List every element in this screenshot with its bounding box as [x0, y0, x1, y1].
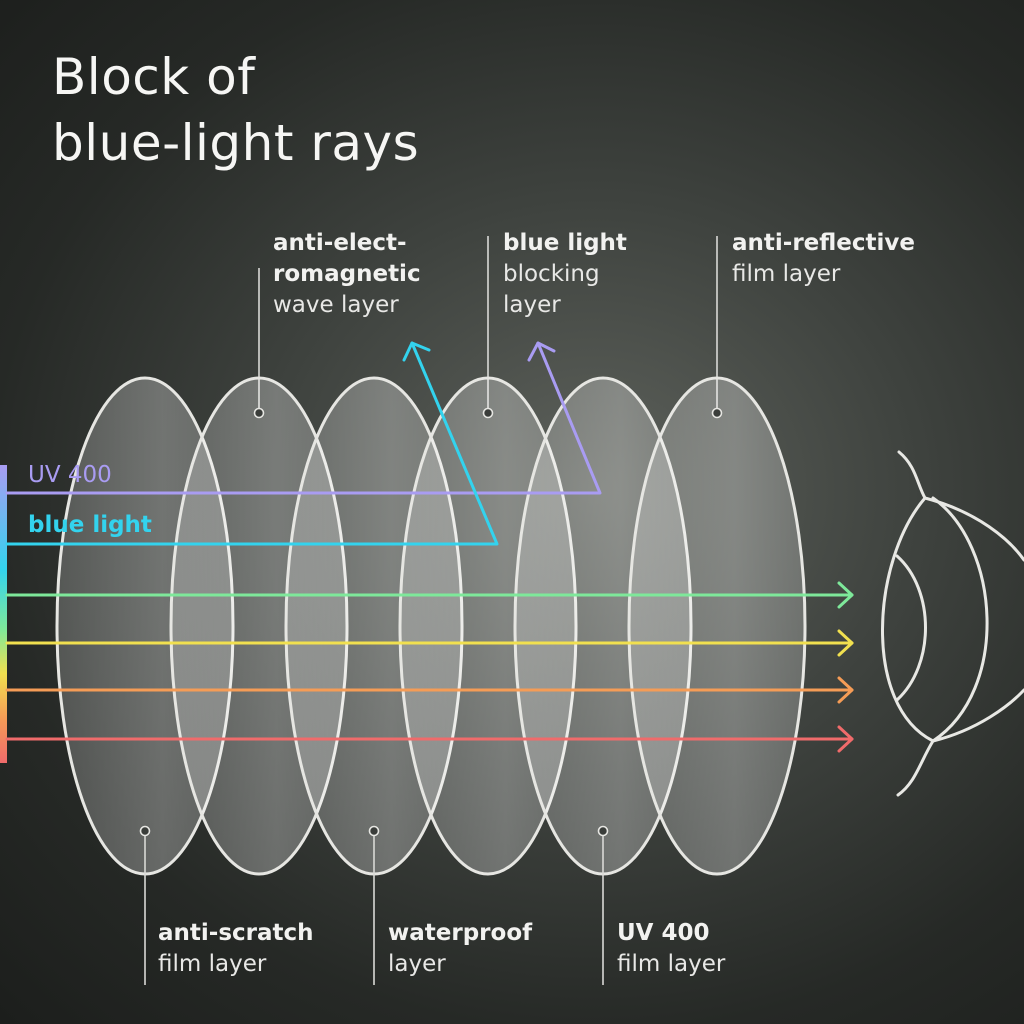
- arrow-icon: [402, 341, 431, 362]
- arrow-icon: [837, 629, 854, 657]
- spectrum-bar: [0, 465, 7, 763]
- arrow-icon: [837, 725, 854, 753]
- title-line-2: blue-light rays: [52, 114, 420, 172]
- page-title: Block of blue-light rays: [52, 44, 419, 176]
- bottom-leader-lines: [144, 836, 604, 985]
- label-uv400-regular: film layer: [617, 951, 726, 977]
- arrow-icon: [837, 581, 854, 609]
- label-anti-scratch-bold: anti-scratch: [158, 920, 314, 946]
- label-blue-light-regular-2: layer: [503, 292, 561, 318]
- title-line-1: Block of: [52, 48, 256, 106]
- label-blue-light-bold: blue light: [503, 230, 627, 256]
- label-anti-electromagnetic: anti-elect- romagnetic wave layer: [273, 228, 421, 321]
- label-waterproof: waterproof layer: [388, 918, 532, 980]
- lens-icon: [627, 376, 807, 876]
- label-blue-light-regular-1: blocking: [503, 261, 600, 287]
- lens-dots: [139, 407, 723, 837]
- label-blue-light-blocking: blue light blocking layer: [503, 228, 627, 321]
- label-anti-reflective-regular: film layer: [732, 261, 841, 287]
- arrow-icon: [837, 676, 854, 704]
- arrow-icon: [527, 341, 556, 362]
- label-waterproof-regular: layer: [388, 951, 446, 977]
- eye-icon: [881, 450, 1024, 797]
- label-anti-scratch: anti-scratch film layer: [158, 918, 314, 980]
- label-uv400-film: UV 400 film layer: [617, 918, 725, 980]
- label-anti-reflective: anti-reflective film layer: [732, 228, 915, 290]
- label-anti-electromagnetic-regular: wave layer: [273, 292, 399, 318]
- label-anti-reflective-bold: anti-reflective: [732, 230, 916, 256]
- ray-label-uv400: UV 400: [28, 462, 112, 488]
- label-waterproof-bold: waterproof: [388, 920, 533, 946]
- ray-blue-light: [5, 341, 499, 546]
- label-anti-scratch-regular: film layer: [158, 951, 267, 977]
- label-anti-electromagnetic-bold-1: anti-elect-: [273, 230, 407, 256]
- ray-uv400: [5, 341, 602, 495]
- label-uv400-bold: UV 400: [617, 920, 710, 946]
- lens-stack: [55, 376, 807, 876]
- label-anti-electromagnetic-bold-2: romagnetic: [273, 261, 421, 287]
- ray-label-blue-light: blue light: [28, 512, 152, 538]
- rays: [5, 341, 854, 753]
